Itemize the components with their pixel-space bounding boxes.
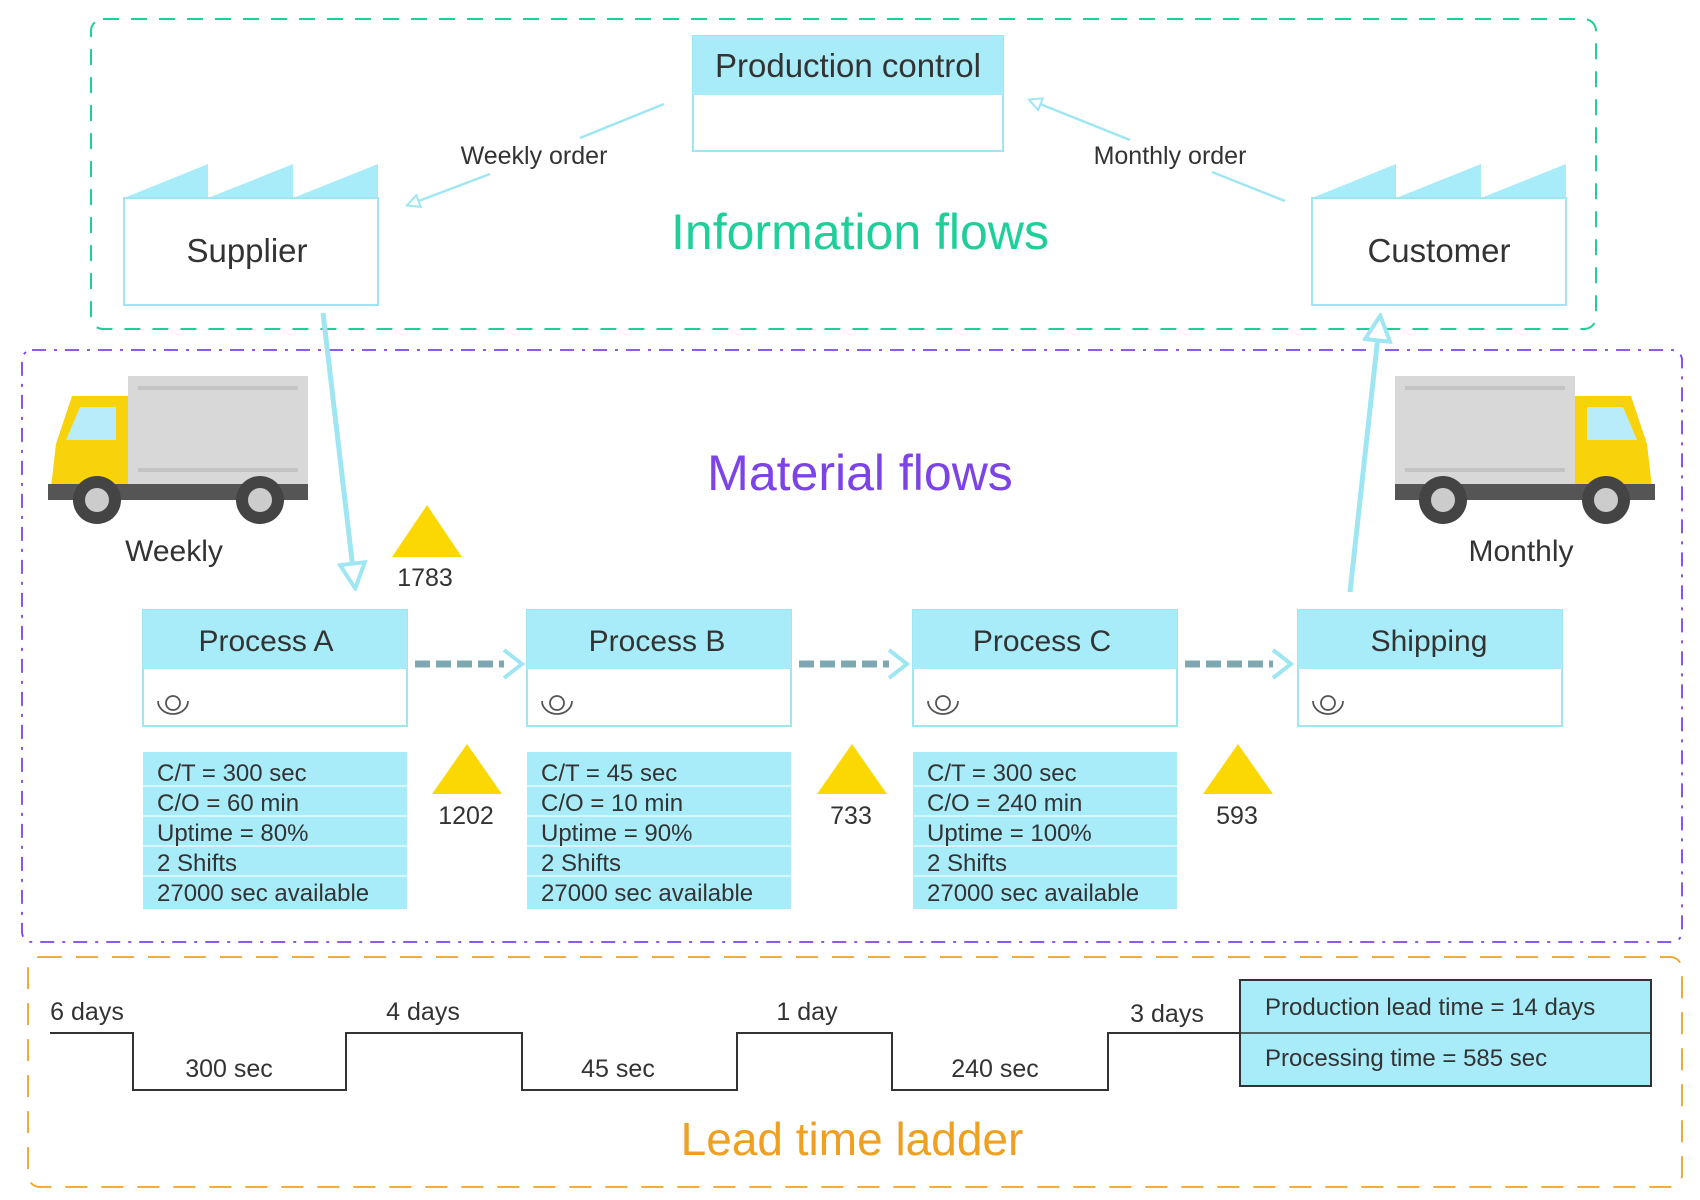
data-box-c: C/T = 300 sec C/O = 240 min Uptime = 100… <box>913 752 1177 909</box>
truck-right-label: Monthly <box>1468 535 1573 568</box>
lead-time-ladder-title: Lead time ladder <box>681 1113 1024 1165</box>
operator-icon <box>927 695 959 715</box>
data-cycle-time: C/T = 300 sec <box>157 760 307 787</box>
ladder-time-1: 300 sec <box>185 1055 273 1083</box>
data-changeover: C/O = 10 min <box>541 790 683 817</box>
monthly-order-label: Monthly order <box>1094 142 1247 170</box>
data-box-a: C/T = 300 sec C/O = 60 min Uptime = 80% … <box>143 752 407 909</box>
ladder-days-2: 4 days <box>386 998 460 1026</box>
lead-time-ladder-line <box>50 1032 1240 1091</box>
process-box-a: Process A <box>142 609 408 727</box>
push-arrow-a-to-b <box>415 648 526 680</box>
process-name: Process A <box>198 625 333 658</box>
inventory-triangle-icon <box>392 505 462 557</box>
data-shifts: 2 Shifts <box>541 850 621 877</box>
ladder-time-2: 45 sec <box>581 1055 655 1083</box>
ladder-days-3: 1 day <box>776 998 838 1026</box>
lead-time-summary-box: Production lead time = 14 days Processin… <box>1239 979 1652 1087</box>
factory-roof-icon <box>1312 164 1566 198</box>
data-cycle-time: C/T = 45 sec <box>541 760 677 787</box>
operator-icon <box>541 695 573 715</box>
push-arrow-b-to-c <box>799 648 911 680</box>
production-control-label: Production control <box>715 47 981 84</box>
data-uptime: Uptime = 100% <box>927 820 1092 847</box>
truck-left-icon <box>48 376 308 524</box>
data-changeover: C/O = 240 min <box>927 790 1082 817</box>
data-changeover: C/O = 60 min <box>157 790 299 817</box>
data-available: 27000 sec available <box>157 880 369 907</box>
shipping-to-customer-arrow <box>1347 318 1380 593</box>
data-shifts: 2 Shifts <box>157 850 237 877</box>
ladder-time-3: 240 sec <box>951 1055 1039 1083</box>
process-name: Process C <box>973 625 1111 658</box>
operator-icon <box>157 695 189 715</box>
inventory-triangle-icon <box>1203 744 1273 794</box>
process-name: Shipping <box>1371 625 1488 658</box>
process-box-shipping: Shipping <box>1297 609 1563 727</box>
supplier-to-process-a-arrow <box>320 312 355 586</box>
data-cycle-time: C/T = 300 sec <box>927 760 1077 787</box>
information-flows-title: Information flows <box>671 204 1049 260</box>
weekly-order-arrow <box>408 102 665 205</box>
data-box-b: C/T = 45 sec C/O = 10 min Uptime = 90% 2… <box>527 752 791 909</box>
supplier-label: Supplier <box>186 232 307 269</box>
ladder-days-1: 6 days <box>50 998 124 1026</box>
production-control-box: Production control <box>692 35 1004 152</box>
data-uptime: Uptime = 90% <box>541 820 692 847</box>
material-flows-title: Material flows <box>707 445 1013 501</box>
data-shifts: 2 Shifts <box>927 850 1007 877</box>
inventory-incoming-label: 1783 <box>397 564 453 592</box>
data-available: 27000 sec available <box>927 880 1139 907</box>
monthly-order-arrow <box>1030 100 1286 203</box>
data-available: 27000 sec available <box>541 880 753 907</box>
inventory-between-a-b: 1202 <box>438 802 494 830</box>
inventory-between-b-c: 733 <box>830 802 872 830</box>
factory-roof-icon <box>124 164 378 198</box>
push-arrow-c-to-shipping <box>1185 648 1295 680</box>
customer-factory: Customer <box>1311 164 1567 306</box>
process-box-c: Process C <box>912 609 1178 727</box>
operator-icon <box>1312 695 1344 715</box>
process-box-b: Process B <box>526 609 792 727</box>
ladder-days-4: 3 days <box>1130 1000 1204 1028</box>
inventory-between-c-shipping: 593 <box>1216 802 1258 830</box>
processing-time: Processing time = 585 sec <box>1265 1045 1547 1072</box>
weekly-order-label: Weekly order <box>461 142 608 170</box>
truck-right-icon <box>1395 376 1655 524</box>
information-flows-border <box>90 18 1597 330</box>
inventory-triangle-icon <box>432 744 502 794</box>
process-name: Process B <box>589 625 726 658</box>
customer-label: Customer <box>1367 232 1510 269</box>
data-uptime: Uptime = 80% <box>157 820 308 847</box>
supplier-factory: Supplier <box>123 164 379 306</box>
production-lead-time: Production lead time = 14 days <box>1265 994 1595 1021</box>
truck-left-label: Weekly <box>125 535 223 568</box>
inventory-triangle-icon <box>817 744 887 794</box>
